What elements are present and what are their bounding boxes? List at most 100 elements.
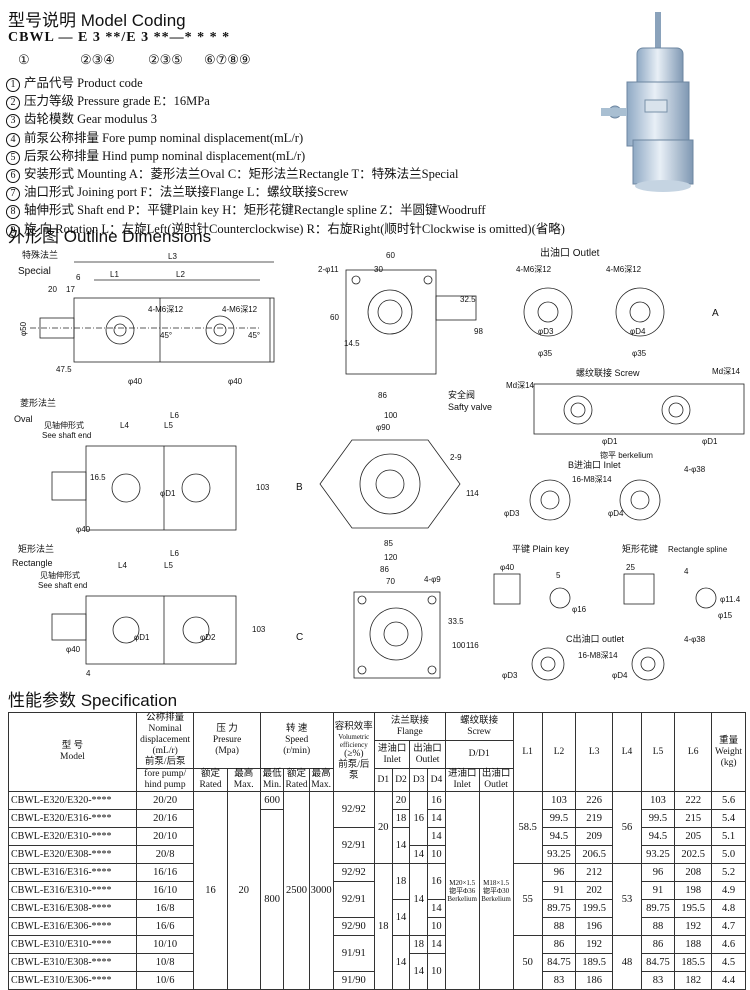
svg-text:98: 98 (474, 327, 483, 336)
svg-text:120: 120 (384, 553, 398, 562)
svg-text:出油口 Outlet: 出油口 Outlet (540, 246, 600, 259)
svg-text:B: B (296, 482, 303, 493)
shaft-details: 平键 Plain key 矩形花键 Rectangle spline φ40 5… (493, 543, 741, 620)
svg-text:L4: L4 (120, 421, 129, 430)
svg-text:45°: 45° (160, 331, 172, 340)
svg-text:见轴伸形式: 见轴伸形式 (44, 420, 84, 430)
svg-text:4-M6深12: 4-M6深12 (516, 265, 552, 274)
svg-text:Rectangle spline: Rectangle spline (668, 545, 728, 554)
svg-text:Safty valve: Safty valve (448, 402, 492, 412)
svg-text:锪平 berkelium: 锪平 berkelium (600, 450, 653, 460)
svg-text:φD4: φD4 (608, 509, 624, 518)
svg-text:φD4: φD4 (612, 671, 628, 680)
svg-text:100: 100 (452, 641, 466, 650)
svg-text:φ40: φ40 (76, 525, 91, 534)
svg-text:47.5: 47.5 (56, 365, 72, 374)
svg-text:L6: L6 (170, 411, 179, 420)
svg-text:4-φ9: 4-φ9 (424, 575, 441, 584)
svg-text:φD1: φD1 (134, 633, 150, 642)
table-row: CBWL-E320/E320-**** 20/20 16 20 600 2500… (8, 791, 746, 990)
svg-text:C出油口 outlet: C出油口 outlet (566, 633, 625, 644)
outline-drawings: 特殊法兰 Special L3 L1 L2 20 17 6 47.5 φ40 φ… (12, 246, 745, 681)
pump-photo (565, 8, 745, 198)
svg-text:25: 25 (626, 563, 635, 572)
svg-text:16-M8深14: 16-M8深14 (572, 475, 612, 484)
svg-text:4-φ38: 4-φ38 (684, 635, 706, 644)
svg-text:114: 114 (466, 489, 479, 498)
svg-text:60: 60 (330, 313, 339, 322)
front-view-special: 2-φ11 60 30 32.5 98 60 14.5 86 安全阀 Safty… (318, 251, 492, 412)
svg-text:Rectangle: Rectangle (12, 558, 53, 568)
svg-text:φD2: φD2 (200, 633, 216, 642)
svg-text:φD1: φD1 (602, 437, 618, 446)
svg-text:33.5: 33.5 (448, 617, 464, 626)
svg-text:矩形法兰: 矩形法兰 (18, 543, 54, 554)
header-disp-sub: fore pump/ hind pump (135, 768, 195, 792)
svg-text:φD1: φD1 (160, 489, 176, 498)
svg-text:φ50: φ50 (19, 321, 28, 336)
svg-text:2-φ11: 2-φ11 (318, 265, 339, 274)
svg-text:φD4: φD4 (630, 327, 646, 336)
svg-text:φD3: φD3 (538, 327, 554, 336)
outlet-c-view: C出油口 outlet 16-M8深14 4-φ38 φD3 φD4 (502, 633, 706, 681)
svg-text:φ40: φ40 (128, 377, 143, 386)
header-l1: L1 (512, 712, 543, 792)
svg-text:86: 86 (380, 565, 389, 574)
outline-title: 外形图 Outline Dimensions (8, 227, 212, 246)
svg-text:菱形法兰: 菱形法兰 (20, 397, 56, 408)
svg-text:A: A (712, 308, 719, 319)
header-l3: L3 (575, 712, 614, 792)
table-row: CBWL-E320/E308-**** 20/8 14 10 93.25 206… (8, 845, 746, 864)
svg-text:φ16: φ16 (572, 605, 587, 614)
svg-text:4-φ38: 4-φ38 (684, 465, 706, 474)
oval-front-view: B 100 φ90 2-9 114 85 120 (296, 411, 479, 562)
svg-text:L4: L4 (118, 561, 127, 570)
inlet-view: B进油口 Inlet 16-M8深14 4-φ38 φD3 φD4 (504, 459, 706, 521)
svg-text:矩形花键: 矩形花键 (622, 543, 658, 554)
svg-text:φ35: φ35 (538, 349, 553, 358)
spec-title: 性能参数 Specification (8, 691, 178, 710)
svg-text:Oval: Oval (14, 414, 33, 424)
table-row: CBWL-E316/E306-**** 16/6 92/90 10 88 196… (8, 917, 746, 936)
svg-text:φ90: φ90 (376, 423, 391, 432)
table-row: CBWL-E316/E316-**** 16/16 92/92 18 18 14… (8, 863, 746, 990)
svg-text:103: 103 (252, 625, 266, 634)
svg-text:4-M6深12: 4-M6深12 (148, 305, 184, 314)
header-l2: L2 (541, 712, 577, 792)
svg-text:B进油口 Inlet: B进油口 Inlet (568, 459, 621, 470)
svg-text:L5: L5 (164, 561, 173, 570)
svg-text:L6: L6 (170, 549, 179, 558)
svg-text:Md深14: Md深14 (712, 367, 741, 376)
svg-text:φ40: φ40 (500, 563, 515, 572)
svg-text:85: 85 (384, 539, 393, 548)
svg-text:φ35: φ35 (632, 349, 647, 358)
svg-text:螺纹联接 Screw: 螺纹联接 Screw (576, 367, 640, 378)
svg-text:平键 Plain key: 平键 Plain key (512, 543, 570, 554)
svg-text:见轴伸形式: 见轴伸形式 (40, 570, 80, 580)
svg-text:30: 30 (374, 265, 383, 274)
svg-text:32.5: 32.5 (460, 295, 476, 304)
svg-text:φD3: φD3 (502, 671, 518, 680)
svg-text:60: 60 (386, 251, 395, 260)
outlet-view: 出油口 Outlet 4-M6深12 4-M6深12 φD3 φD4 φ35 φ… (516, 246, 719, 358)
svg-text:100: 100 (384, 411, 398, 420)
svg-text:φ15: φ15 (718, 611, 733, 620)
svg-text:103: 103 (256, 483, 270, 492)
table-row: CBWL-E320/E310-**** 20/10 92/91 14 14 94… (8, 827, 746, 864)
table-row: CBWL-E320/E316-**** 20/16 800 18 14 99.5… (8, 809, 746, 990)
svg-text:16-M8深14: 16-M8深14 (578, 651, 618, 660)
svg-text:Md深14: Md深14 (506, 381, 535, 390)
svg-text:φ40: φ40 (228, 377, 243, 386)
